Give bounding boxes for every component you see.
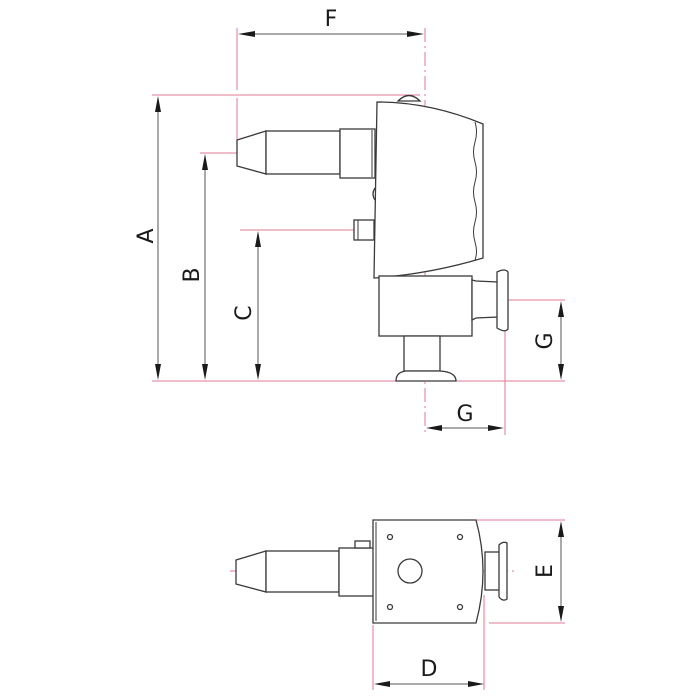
connector-knob — [353, 219, 375, 241]
probe-collar — [339, 128, 376, 179]
gauge-housing — [373, 101, 484, 279]
top-indicator — [396, 94, 422, 102]
dimension-label-c: C — [232, 305, 257, 320]
screw-hole — [386, 603, 394, 611]
dimension-label-e: E — [533, 564, 558, 578]
probe-tip-top — [235, 550, 267, 593]
screw-hole — [456, 533, 464, 541]
screw-hole — [456, 603, 464, 611]
side-button — [372, 187, 376, 201]
probe-tube-top — [265, 550, 340, 593]
dimension-label-b: B — [180, 267, 205, 282]
side-view: A B C F G G — [134, 7, 565, 435]
probe-tube — [265, 130, 341, 175]
housing-top — [372, 519, 484, 624]
top-view: E D — [230, 519, 565, 690]
dimension-label-f: F — [325, 7, 338, 32]
dimension-label-g-vertical: G — [533, 332, 558, 349]
probe-collar-top — [338, 547, 376, 597]
connector-knob-top — [354, 540, 371, 549]
dimension-label-d: D — [421, 657, 438, 682]
valve-body — [378, 275, 473, 337]
housing-grip — [473, 121, 477, 261]
side-port-neck — [471, 279, 499, 322]
dimension-label-g-horizontal: G — [456, 402, 473, 427]
side-flange-top — [498, 541, 508, 601]
side-flange — [496, 269, 509, 332]
bottom-port-neck — [403, 335, 441, 372]
center-port — [397, 558, 423, 584]
screw-hole — [386, 533, 394, 541]
dimension-label-a: A — [134, 228, 159, 243]
probe-tip — [236, 130, 267, 175]
bottom-flange — [395, 370, 457, 382]
